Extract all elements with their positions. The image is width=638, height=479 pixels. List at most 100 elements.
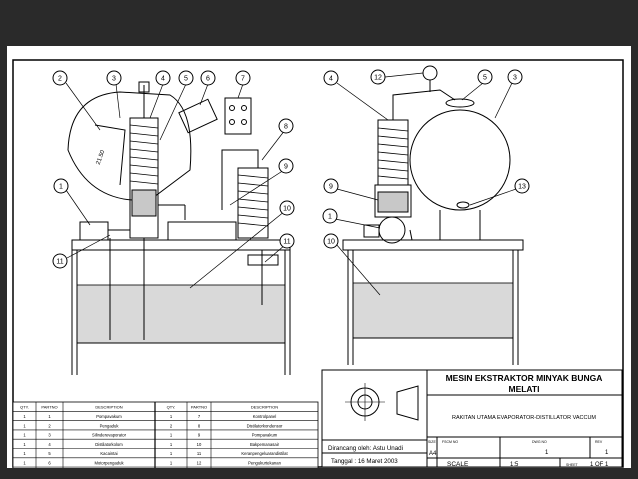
parts-table-cell: Pengukurtekanan (248, 461, 281, 466)
callout: 3 (106, 70, 122, 86)
drawing-title: MESIN EKSTRAKTOR MINYAK BUNGA (446, 373, 603, 383)
parts-table-cell: 4 (48, 442, 51, 447)
svg-text:12: 12 (374, 75, 382, 82)
front-view (65, 81, 291, 375)
parts-table-cell: Silinderevaporator (92, 433, 127, 438)
parts-table-cell: 9 (198, 433, 201, 438)
title-block (321, 369, 623, 468)
svg-text:4: 4 (329, 76, 333, 83)
front-callouts: 2 3 4 5 6 7 8 9 10 11 1 11 21.50 (52, 70, 295, 269)
callout: 1 (322, 208, 338, 224)
svg-text:SHEET: SHEET (566, 463, 579, 467)
parts-table-cell: Distilatorkolom (95, 442, 123, 447)
side-evaporator-drum (409, 109, 511, 211)
parts-table-cell: 1 (23, 451, 26, 456)
svg-text:REV: REV (595, 440, 603, 444)
callout: 7 (235, 70, 251, 86)
drawing-subtitle: RAKITAN UTAMA EVAPORATOR-DISTILLATOR VAC… (452, 415, 596, 421)
callout: 10 (279, 200, 295, 216)
parts-table-cell: 1 (170, 433, 173, 438)
svg-text:9: 9 (329, 184, 333, 191)
svg-text:11: 11 (283, 239, 290, 246)
parts-table-cell: 5 (48, 451, 51, 456)
svg-text:3: 3 (112, 76, 116, 83)
parts-table-cell: 11 (197, 451, 202, 456)
parts-table-cell: 6 (48, 461, 51, 466)
parts-table-cell: 1 (23, 433, 26, 438)
svg-text:8: 8 (284, 124, 288, 131)
front-stirrer-motor (178, 98, 218, 134)
parts-table-cell: Kacaintai (100, 451, 117, 456)
parts-table-cell: 1 (23, 442, 26, 447)
svg-text:1: 1 (545, 450, 549, 456)
svg-text:SIZE: SIZE (428, 440, 436, 444)
svg-text:2: 2 (58, 76, 62, 83)
parts-table-cell: 10 (197, 442, 202, 447)
svg-text:5: 5 (184, 76, 188, 83)
parts-table-cell: Distilatorkondensor (247, 423, 283, 428)
callout: 3 (507, 69, 523, 85)
side-water-bath (352, 282, 514, 339)
svg-text:1:5: 1:5 (510, 462, 519, 468)
svg-text:7: 7 (241, 76, 245, 83)
svg-text:FSCM NO: FSCM NO (442, 440, 458, 444)
svg-text:11: 11 (56, 259, 63, 266)
svg-text:10: 10 (327, 239, 335, 246)
callout: 4 (323, 70, 339, 86)
side-view (334, 65, 524, 365)
dimension-label: 21.50 (96, 149, 107, 166)
parts-table-cell: 2 (170, 423, 173, 428)
svg-text:3: 3 (513, 75, 517, 82)
svg-text:5: 5 (483, 75, 487, 82)
parts-table-cell: Keranpengeluarandistilat (241, 451, 288, 456)
svg-text:6: 6 (206, 76, 210, 83)
parts-table-cell: 8 (198, 423, 201, 428)
svg-text:A4: A4 (429, 451, 437, 457)
callout: 2 (52, 70, 68, 86)
svg-text:4: 4 (161, 76, 165, 83)
parts-table-cell: 1 (23, 414, 26, 419)
parts-table-cell: Pompavakum (252, 433, 278, 438)
drawing-date: Tanggal : 16 Maret 2003 (331, 458, 398, 465)
parts-table-cell: 2 (48, 423, 51, 428)
svg-text:SCALE: SCALE (447, 461, 469, 468)
parts-table-header: QTY. (167, 405, 176, 410)
parts-table-cell: Bakpemanasair (250, 442, 280, 447)
callout: 11 (52, 253, 68, 269)
parts-table-cell: 1 (23, 423, 26, 428)
parts-table-cell: 1 (170, 414, 173, 419)
svg-text:1 OF 1: 1 OF 1 (590, 462, 609, 468)
parts-table-cell: 12 (197, 461, 202, 466)
svg-text:13: 13 (518, 184, 526, 191)
svg-text:1: 1 (328, 214, 332, 221)
drawing-title-line2: MELATI (508, 384, 539, 394)
svg-text:9: 9 (284, 164, 288, 171)
callout: 5 (477, 69, 493, 85)
svg-text:DWG NO: DWG NO (532, 440, 547, 444)
parts-table-cell: Motorpengaduk (94, 461, 124, 466)
parts-table-cell: 1 (48, 414, 51, 419)
parts-table-cell: Pompavakum (96, 414, 122, 419)
callout: 6 (200, 70, 216, 86)
svg-text:1: 1 (605, 450, 609, 456)
parts-table-cell: 1 (170, 461, 173, 466)
side-callouts: 4 12 5 3 9 1 10 13 (322, 69, 530, 249)
front-vacuum-pump (79, 221, 109, 241)
callout: 12 (370, 69, 386, 85)
parts-table-header: DESCRIPTION (95, 405, 122, 410)
svg-text:10: 10 (283, 206, 291, 213)
callout: 13 (514, 178, 530, 194)
parts-table-cell: 1 (170, 442, 173, 447)
callout: 10 (323, 233, 339, 249)
parts-table-cell: 1 (23, 461, 26, 466)
parts-table-header: DESCRIPTION (251, 405, 278, 410)
front-water-bath (76, 284, 286, 344)
front-receiver-tank (167, 221, 237, 241)
front-evaporator-drum (67, 91, 192, 201)
callout: 5 (178, 70, 194, 86)
parts-table-header: PARTNO (41, 405, 57, 410)
parts-table-header: QTY. (20, 405, 29, 410)
